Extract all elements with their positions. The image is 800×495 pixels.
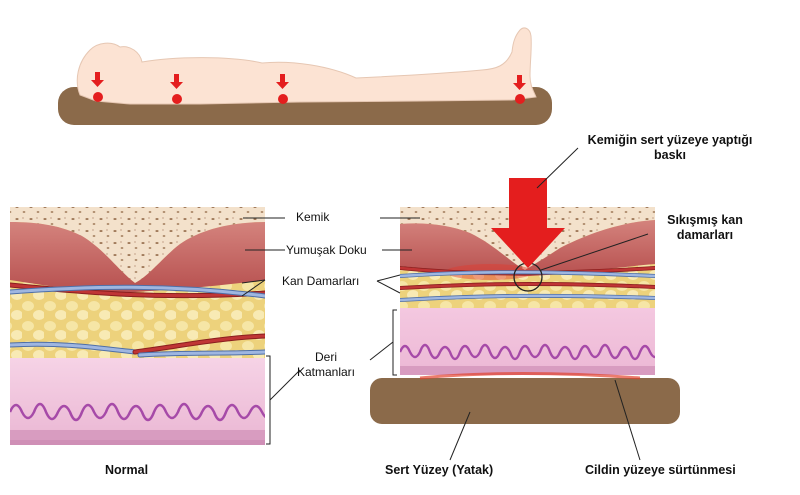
friction-strip [419, 372, 641, 380]
label-pressure-line2: baskı [654, 148, 686, 162]
pressure-arrow-sacrum [276, 74, 289, 89]
pressure-point-sacrum [278, 94, 288, 104]
label-skin-line2: Katmanları [296, 365, 356, 379]
pressure-arrow [491, 178, 565, 268]
label-blood-vessels: Kan Damarları [282, 274, 360, 288]
bone-layer [10, 207, 265, 283]
label-skin-line1: Deri [314, 350, 337, 364]
pressure-point-back [172, 94, 182, 104]
pressure-arrow-head [91, 72, 104, 87]
label-soft-tissue: Yumuşak Doku [286, 243, 367, 257]
soft-tissue-layer [10, 222, 265, 293]
label-hard-surface: Sert Yüzey (Yatak) [385, 463, 494, 477]
pressure-points [91, 72, 526, 104]
skin-layer-compressed [400, 308, 655, 375]
pressure-point-heel [515, 94, 525, 104]
compressed-vessels [400, 266, 655, 302]
label-compressed-vessels: Sıkışmış kan damarları [645, 213, 765, 243]
label-bone-pressure: Kemiğin sert yüzeye yaptığı baskı [565, 133, 775, 163]
pressure-point-head [93, 92, 103, 102]
dermis-wave [10, 402, 265, 422]
body-on-mattress [58, 27, 552, 125]
soft-tissue-compressed [400, 220, 655, 276]
leader-lines [241, 147, 649, 461]
human-body [76, 27, 537, 105]
label-bone: Kemik [296, 210, 330, 224]
label-pressure-line1: Kemiğin sert yüzeye yaptığı [587, 133, 753, 147]
pressure-arrow-heel [513, 75, 526, 90]
pressure-arrow-back [170, 74, 183, 89]
label-compressed-line1: Sıkışmış kan [667, 213, 743, 227]
label-skin-layers: Deri Katmanları [296, 350, 356, 380]
hard-surface [370, 378, 680, 424]
blood-vessels [10, 282, 265, 358]
label-normal: Normal [105, 463, 149, 477]
label-compressed-line2: damarları [676, 228, 734, 242]
label-skin-friction: Cildin yüzeye sürtünmesi [585, 463, 736, 477]
dermis-wave-compressed [400, 343, 655, 361]
normal-cross-section [10, 207, 265, 445]
